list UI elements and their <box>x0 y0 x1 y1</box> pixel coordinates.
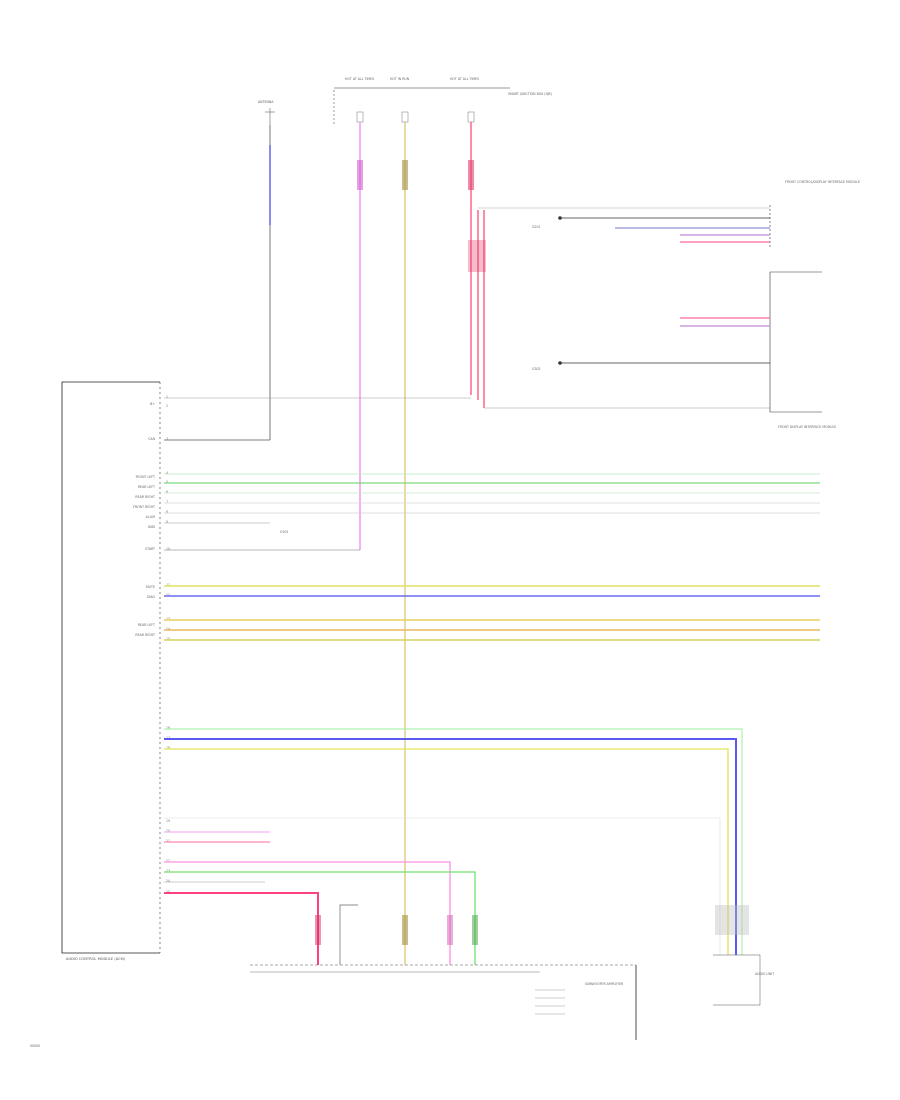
svg-text:10: 10 <box>166 547 170 551</box>
audio-control-module: AUDIO CONTROL MODULE (ACM) <box>61 381 161 961</box>
subwoofer-amplifier: SUBWOOFER AMPLIFIER <box>250 964 637 1040</box>
svg-text:23: 23 <box>166 869 170 873</box>
label-rear-left: REAR LEFT <box>138 485 155 489</box>
fuse-label-3: HOT AT ALL TIMES <box>450 77 479 81</box>
subwoofer-label: SUBWOOFER AMPLIFIER <box>585 982 624 986</box>
label-bplus: B+ <box>150 402 155 406</box>
fuse-box-label: SMART JUNCTION BOX (SJB) <box>508 92 552 96</box>
label-can: CAN <box>148 437 155 441</box>
svg-text:19: 19 <box>166 819 170 823</box>
label-diag: DIAG <box>147 595 156 599</box>
svg-text:13: 13 <box>166 617 170 621</box>
fuse-block: HOT AT ALL TIMES HOT IN RUN HOT AT ALL T… <box>333 77 552 125</box>
label-front-left: FRONT LEFT <box>136 475 155 479</box>
svg-text:6: 6 <box>166 490 168 494</box>
svg-text:9: 9 <box>166 520 168 524</box>
svg-text:4: 4 <box>166 471 168 475</box>
speaker-wires: G301 <box>164 473 820 641</box>
svg-text:16: 16 <box>166 726 170 730</box>
ground-label-g201: G201 <box>532 225 541 229</box>
svg-text:18: 18 <box>166 746 170 750</box>
right-top-module-label: FRONT CONTROL/DISPLAY INTERFACE MODULE <box>785 180 860 184</box>
subwoofer-wires <box>164 831 478 965</box>
front-display-module: FRONT DISPLAY INTERFACE MODULE G302 <box>532 271 836 429</box>
label-rear-right-2: REAR RIGHT <box>135 633 155 637</box>
svg-text:1: 1 <box>166 395 168 399</box>
label-rear-left-2: REAR LEFT <box>138 623 155 627</box>
audio-unit-wires: AUDIO UNIT <box>164 728 774 1006</box>
label-rear-right: REAR RIGHT <box>135 495 155 499</box>
svg-text:14: 14 <box>166 627 170 631</box>
front-control-display-module: FRONT CONTROL/DISPLAY INTERFACE MODULE G… <box>478 180 860 248</box>
ground-label-g302: G302 <box>532 367 541 371</box>
fuse-label-2: HOT IN RUN <box>390 77 410 81</box>
svg-text:15: 15 <box>166 637 170 641</box>
antenna: ANTENNA <box>164 100 275 441</box>
fuse-label-1: HOT AT ALL TIMES <box>345 77 374 81</box>
svg-text:5: 5 <box>166 480 168 484</box>
svg-text:20: 20 <box>166 829 170 833</box>
svg-text:24: 24 <box>166 879 170 883</box>
right-mid-module-label: FRONT DISPLAY INTERFACE MODULE <box>778 425 836 429</box>
svg-text:22: 22 <box>166 859 170 863</box>
svg-text:12: 12 <box>166 593 170 597</box>
svg-text:11: 11 <box>166 583 170 587</box>
label-front-right: FRONT RIGHT <box>133 505 155 509</box>
label-gnd: GND <box>148 525 156 529</box>
module-function-labels: B+ CAN FRONT LEFT REAR LEFT REAR RIGHT F… <box>133 402 155 637</box>
svg-text:21: 21 <box>166 839 170 843</box>
svg-text:7: 7 <box>166 500 168 504</box>
fuse-feed-wires <box>164 122 770 965</box>
label-start: START <box>145 547 155 551</box>
antenna-label: ANTENNA <box>258 100 274 104</box>
audio-unit-label: AUDIO UNIT <box>755 972 774 976</box>
label-mute: MUTE <box>146 585 155 589</box>
svg-text:3: 3 <box>166 437 168 441</box>
module-label: AUDIO CONTROL MODULE (ACM) <box>66 957 126 961</box>
label-illum: ILLUM <box>146 515 156 519</box>
svg-text:8: 8 <box>166 510 168 514</box>
svg-text:2: 2 <box>166 404 168 408</box>
page-number: 00000 <box>30 1044 40 1048</box>
ground-label-g301: G301 <box>280 530 289 534</box>
